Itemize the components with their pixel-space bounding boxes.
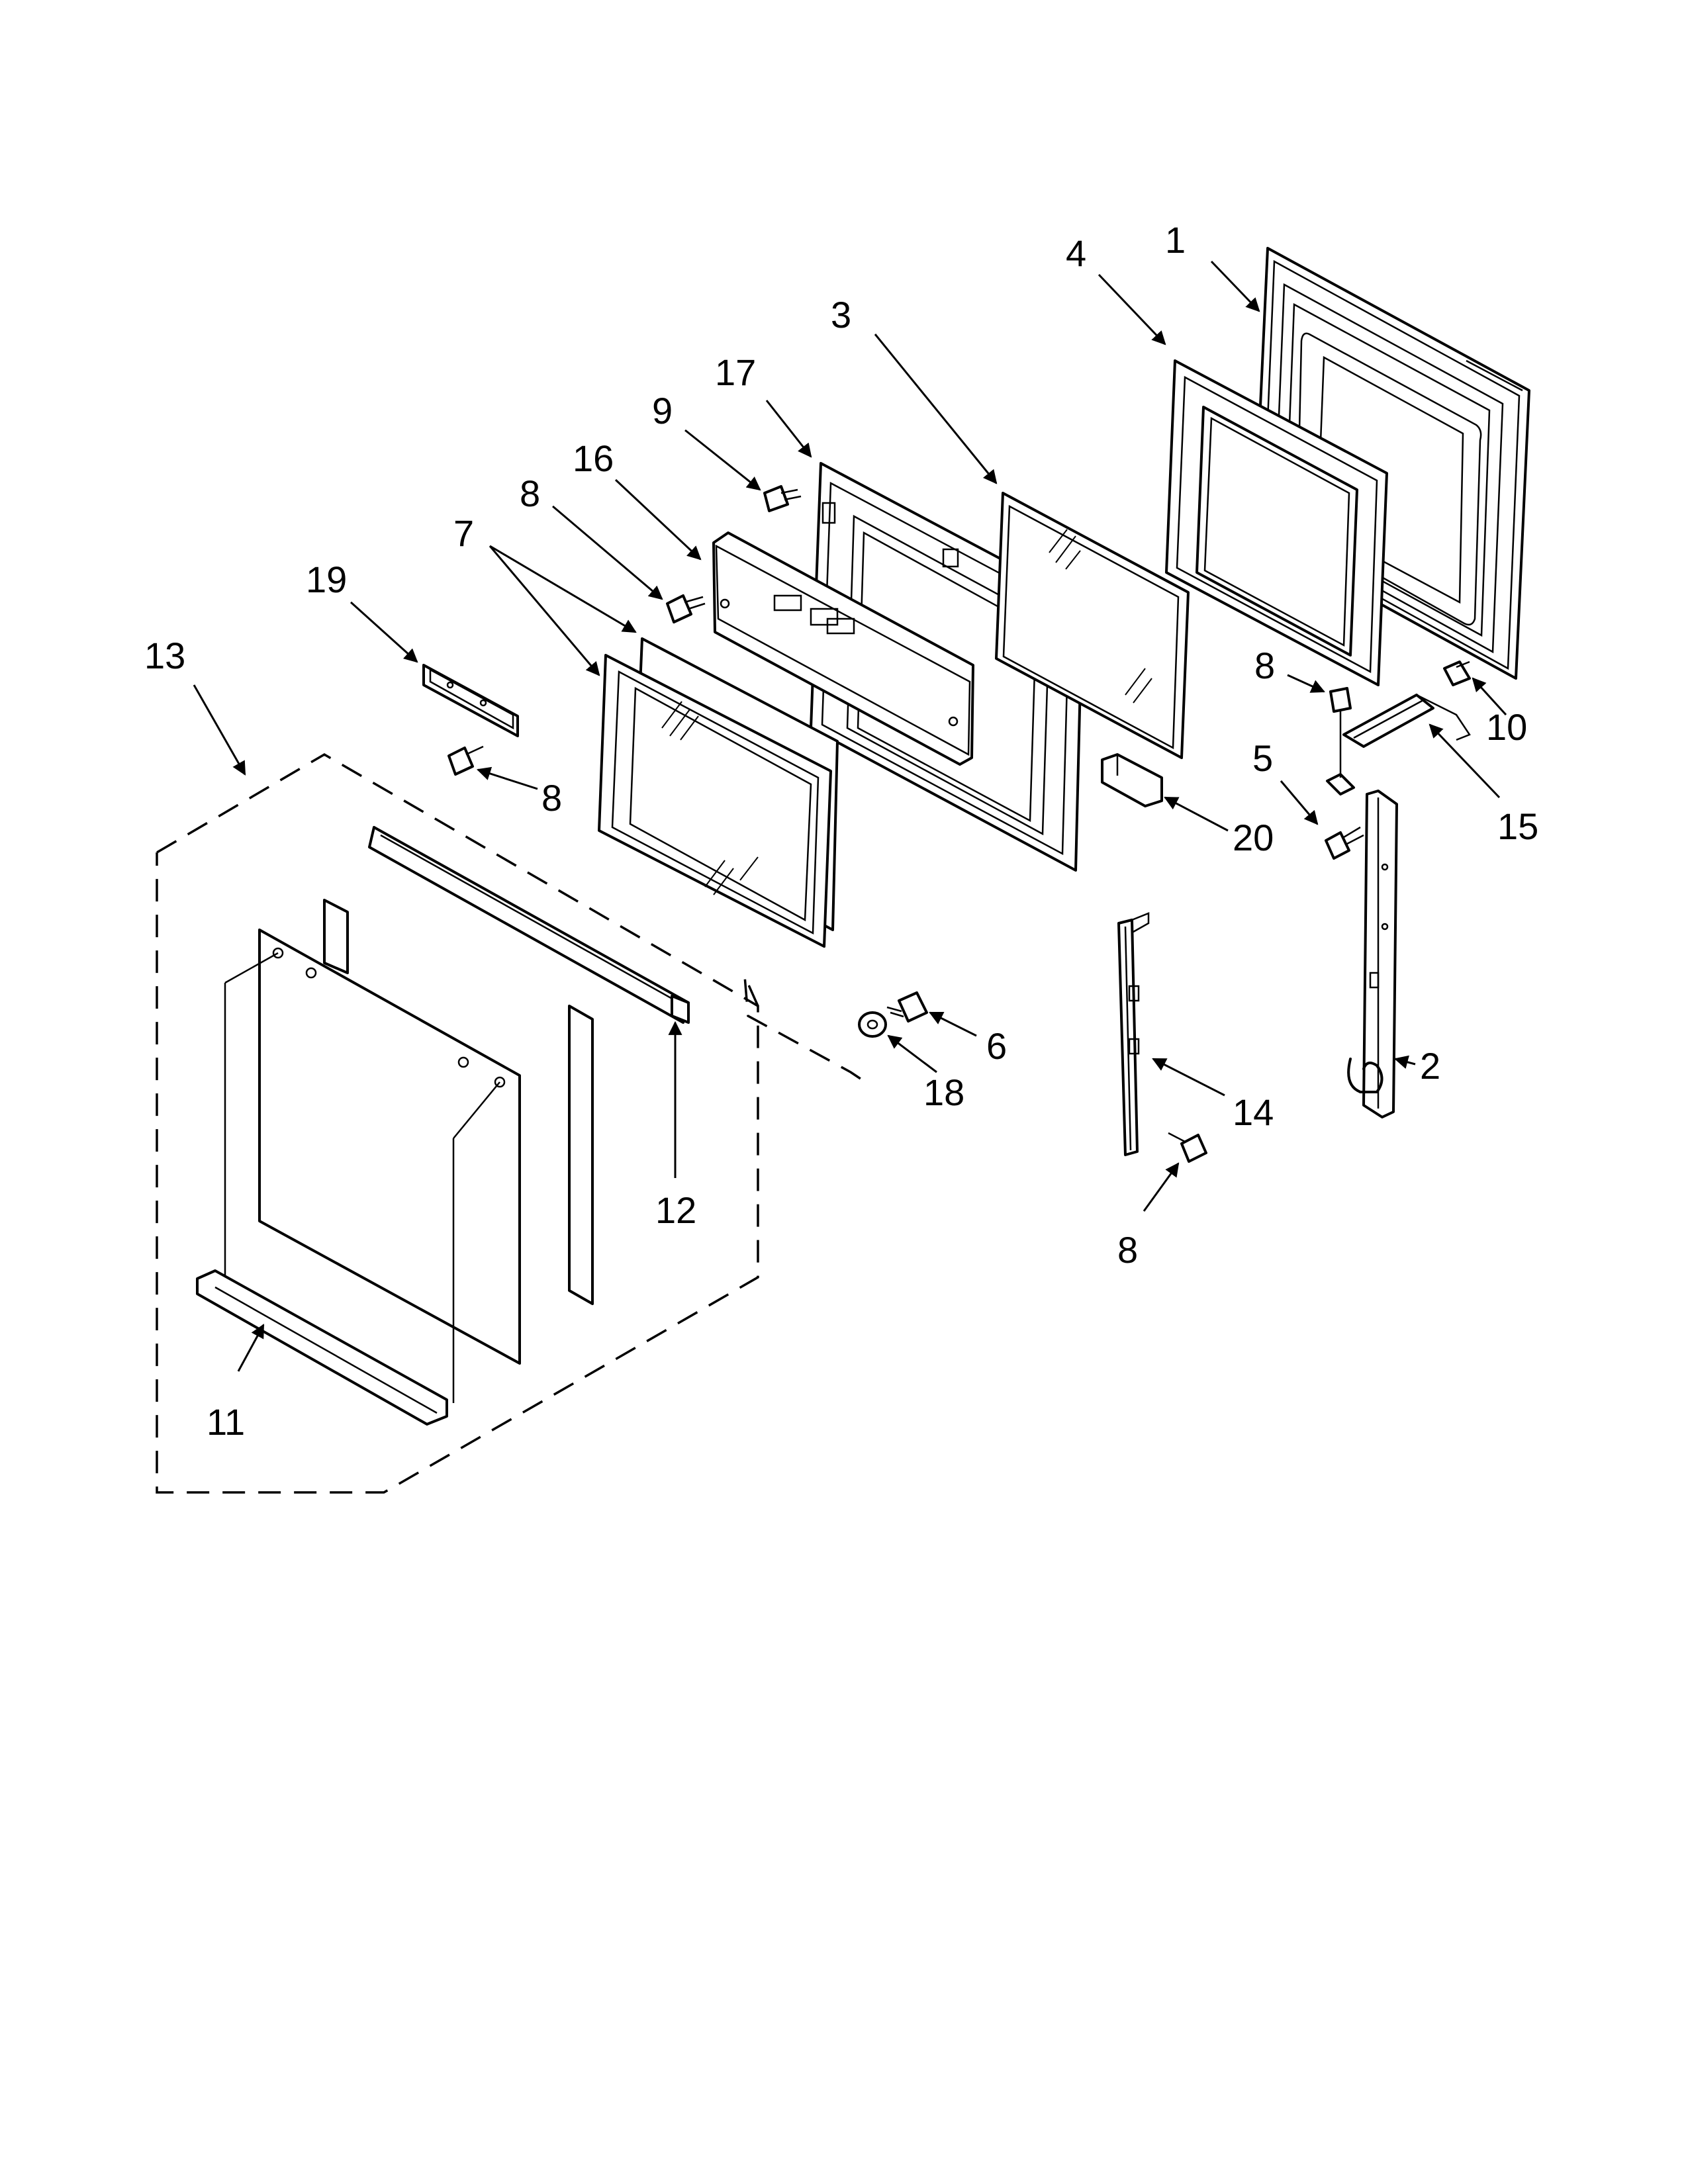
part-8-screw-b <box>447 745 484 776</box>
callout-labels: 1 2 3 4 5 6 7 8 8 8 8 9 10 11 12 13 14 1… <box>144 219 1538 1443</box>
leader-3 <box>874 334 998 484</box>
callout-9: 9 <box>652 390 673 432</box>
leader-5 <box>1280 780 1319 825</box>
leader-1 <box>1210 260 1260 312</box>
callout-18: 18 <box>923 1071 964 1113</box>
part-20-block <box>1101 753 1163 807</box>
part-5-screw <box>1325 826 1364 860</box>
callout-13: 13 <box>144 635 185 676</box>
part-19-small-bracket <box>422 664 519 737</box>
part-8-screw-c <box>1329 687 1352 735</box>
part-10-screw <box>1443 660 1471 686</box>
callout-11: 11 <box>207 1401 245 1443</box>
callout-15: 15 <box>1497 805 1538 847</box>
part-18-washer <box>858 1011 887 1038</box>
part-2-hinge-arm <box>1347 790 1398 1118</box>
callout-8-right: 8 <box>1254 645 1275 686</box>
part-15-hinge-bracket <box>1326 694 1471 796</box>
leader-8d <box>1143 1162 1180 1212</box>
leader-14 <box>1152 1058 1225 1097</box>
callout-8-left: 8 <box>541 777 562 819</box>
leader-6 <box>929 1011 977 1037</box>
part-8-screw-a <box>666 594 706 623</box>
leader-18 <box>887 1034 937 1073</box>
part-6-screw <box>886 991 928 1023</box>
callout-19: 19 <box>306 559 347 600</box>
part-14-latch-bar <box>1117 912 1150 1156</box>
leader-9 <box>684 429 761 491</box>
part-12-top-rail <box>368 826 690 1024</box>
callout-12: 12 <box>655 1189 696 1231</box>
callout-8-lower: 8 <box>1117 1229 1138 1271</box>
callout-20: 20 <box>1233 817 1274 858</box>
part-4-door-frame <box>1165 359 1388 686</box>
callout-17: 17 <box>715 351 756 393</box>
leader-7b <box>489 545 600 676</box>
callout-16: 16 <box>573 437 614 479</box>
callout-6: 6 <box>986 1025 1007 1067</box>
part-11-inner-door-panel <box>196 899 594 1426</box>
callout-5: 5 <box>1252 737 1273 779</box>
leader-7a <box>489 545 637 633</box>
part-7-glass-panes <box>598 637 839 948</box>
part-16-bracket-plate <box>712 531 974 766</box>
callout-2: 2 <box>1420 1045 1440 1087</box>
leader-4 <box>1098 273 1166 345</box>
leader-20 <box>1164 796 1229 832</box>
leader-lines <box>193 260 1507 1372</box>
callout-8-upper: 8 <box>520 473 540 514</box>
part-8-screw-d <box>1168 1132 1207 1163</box>
part-9-screw <box>763 485 802 512</box>
part-13-assembly-outline <box>156 752 861 1494</box>
leader-17 <box>765 400 812 458</box>
leader-8a <box>552 505 663 600</box>
callout-7: 7 <box>453 512 474 554</box>
callout-10: 10 <box>1486 706 1527 748</box>
leader-15 <box>1429 723 1501 799</box>
leader-11 <box>237 1324 265 1372</box>
leader-19 <box>350 601 418 663</box>
callout-1: 1 <box>1165 219 1186 261</box>
leader-13 <box>193 684 246 776</box>
callout-14: 14 <box>1233 1091 1274 1133</box>
callout-3: 3 <box>831 294 851 336</box>
leader-2 <box>1393 1055 1416 1069</box>
callout-4: 4 <box>1066 232 1086 274</box>
leader-8c <box>1287 674 1325 693</box>
leader-10 <box>1472 677 1507 716</box>
leader-8b <box>477 766 538 790</box>
leader-16 <box>614 478 702 561</box>
part-3-glass-pane <box>995 492 1190 759</box>
